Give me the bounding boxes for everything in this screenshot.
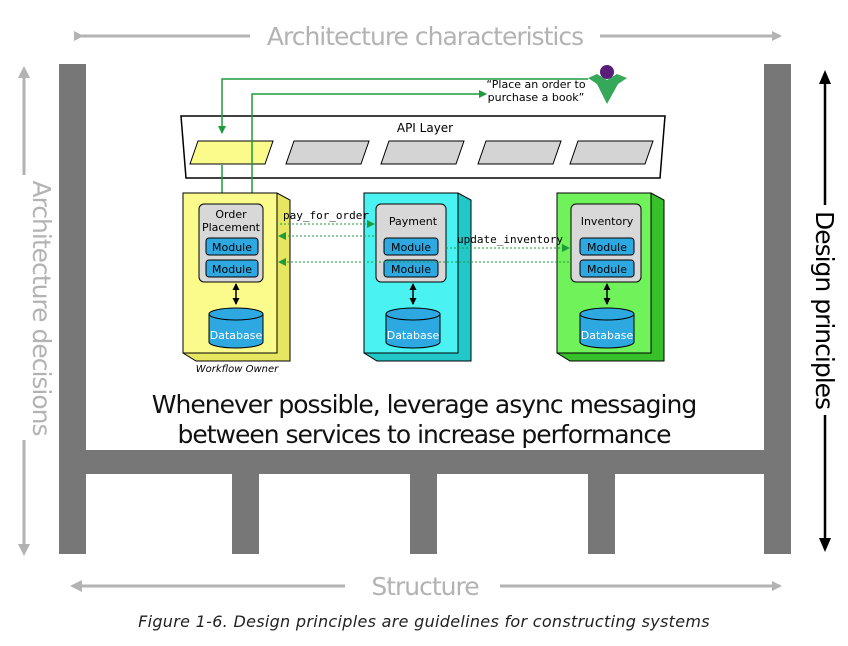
module-label: Module — [587, 241, 627, 254]
right-axis: Design principles — [810, 70, 839, 552]
design-principle-line1: Whenever possible, leverage async messag… — [151, 390, 697, 419]
database-label: Database — [581, 329, 634, 342]
api-endpoint-active — [189, 140, 274, 165]
request-arrow — [218, 78, 588, 134]
workflow-owner-label: Workflow Owner — [196, 364, 279, 375]
service-inventory: Inventory Module Module Database — [556, 192, 665, 362]
user-quote-line1: “Place an order to — [486, 78, 585, 91]
floor-post-3 — [588, 450, 615, 554]
database-label: Database — [210, 329, 263, 342]
api-endpoint — [285, 140, 370, 165]
structure-frame — [59, 64, 791, 554]
pay-for-order-label: pay_for_order — [283, 209, 369, 222]
left-pillar — [59, 64, 86, 554]
bottom-axis: Structure — [70, 572, 782, 601]
api-layer: API Layer — [180, 115, 666, 179]
user-quote-line2: purchase a book” — [488, 91, 585, 104]
module-label: Module — [212, 263, 252, 276]
module-label: Module — [391, 241, 431, 254]
database-label: Database — [387, 329, 440, 342]
floor-post-1 — [232, 450, 259, 554]
api-layer-label: API Layer — [397, 121, 453, 135]
response-arrow — [251, 90, 487, 207]
right-pillar — [764, 64, 791, 554]
left-axis: Architecture decisions — [18, 66, 56, 556]
top-axis: Architecture characteristics — [74, 22, 782, 51]
module-label: Module — [391, 263, 431, 276]
bottom-axis-label: Structure — [371, 572, 479, 601]
floor-post-2 — [410, 450, 437, 554]
user-icon — [588, 65, 627, 104]
api-endpoint — [569, 140, 654, 165]
service-payment: Payment Module Module Database — [363, 192, 472, 362]
right-axis-label: Design principles — [810, 211, 839, 409]
api-endpoint — [477, 140, 562, 165]
async-messages: pay_for_order update_inventory — [276, 209, 570, 266]
module-label: Module — [212, 241, 252, 254]
service-order-placement: Order Placement Module Module Database — [182, 192, 291, 362]
service-name-line1: Order — [215, 208, 247, 221]
module-label: Module — [587, 263, 627, 276]
service-name-line1: Inventory — [581, 215, 634, 228]
figure-caption: Figure 1-6. Design principles are guidel… — [138, 612, 710, 631]
api-endpoint — [380, 140, 465, 165]
update-inventory-label: update_inventory — [457, 233, 563, 246]
service-name-line2: Placement — [202, 221, 261, 234]
design-principle-line2: between services to increase performance — [177, 420, 671, 449]
left-axis-label: Architecture decisions — [27, 180, 56, 435]
service-name-line1: Payment — [389, 215, 438, 228]
top-axis-label: Architecture characteristics — [267, 22, 583, 51]
